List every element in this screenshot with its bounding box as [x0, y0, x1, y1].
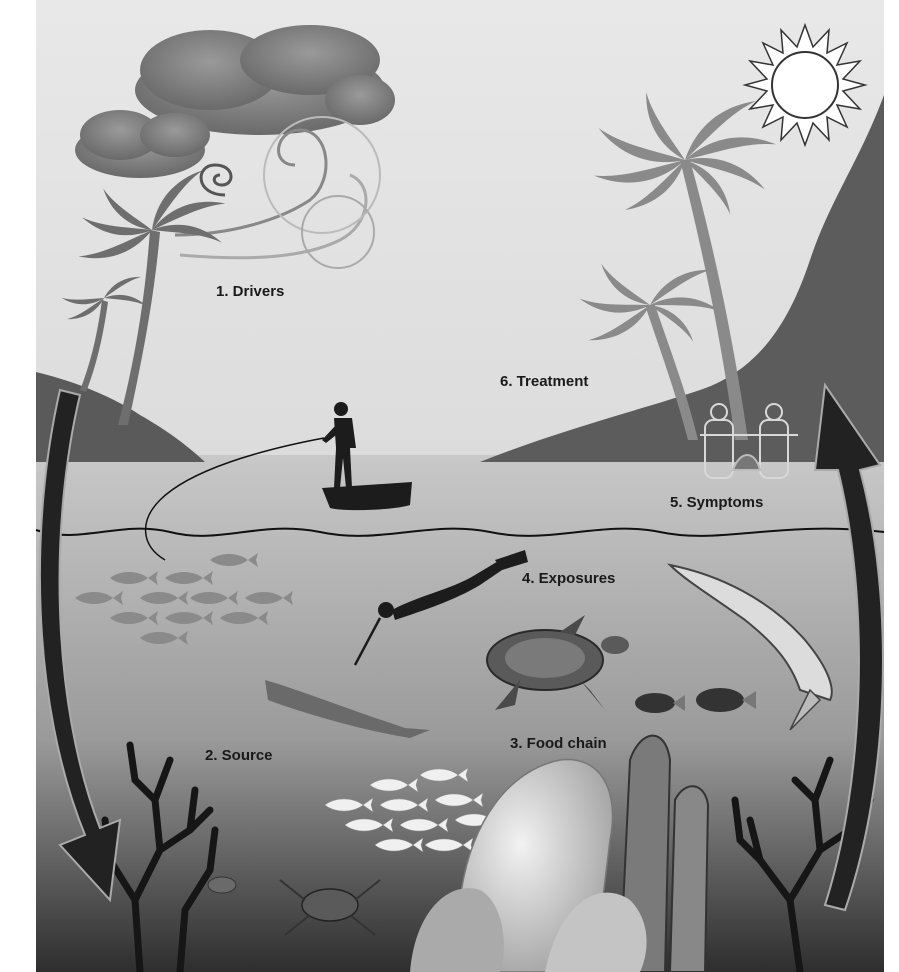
label-food-chain: 3. Food chain	[510, 735, 607, 752]
label-source: 2. Source	[205, 747, 273, 764]
sun	[745, 25, 865, 145]
label-exposures: 4. Exposures	[522, 570, 615, 587]
label-drivers: 1. Drivers	[216, 283, 284, 300]
label-symptoms: 5. Symptoms	[670, 494, 763, 511]
label-treatment: 6. Treatment	[500, 373, 588, 390]
